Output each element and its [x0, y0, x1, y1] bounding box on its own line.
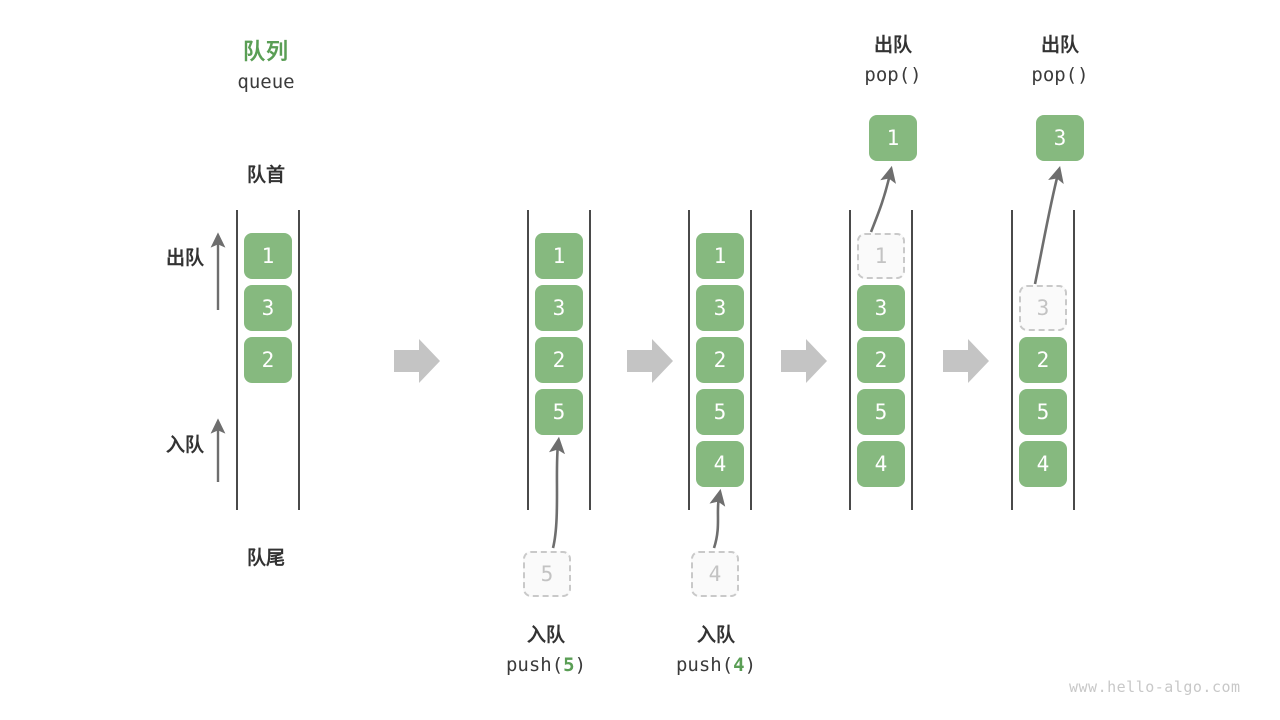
popped-cell-1: 1 [869, 115, 917, 161]
queue-rail-right-1 [298, 210, 300, 510]
queue-cell: 3 [696, 285, 744, 331]
watermark: www.hello-algo.com [1069, 678, 1241, 696]
queue-cell: 5 [696, 389, 744, 435]
queue-cell: 2 [244, 337, 292, 383]
queue-cell: 5 [857, 389, 905, 435]
queue-front-label: 队首 [246, 164, 285, 186]
queue-title-cn: 队列 [242, 40, 289, 65]
op-caption-cn: 出队 [873, 34, 912, 56]
op-caption-pop3: 出队 pop() [972, 30, 1148, 90]
queue-cell: 2 [1019, 337, 1067, 383]
op-caption-cn: 入队 [526, 624, 565, 646]
ghost-cell-pop3: 3 [1019, 285, 1067, 331]
pop1-arrow-icon [869, 165, 896, 233]
push4-arrow-icon [709, 488, 726, 549]
queue-rear-label: 队尾 [246, 547, 285, 569]
queue-rail-left-1 [236, 210, 238, 510]
op-caption-push4: 入队 push(4) [628, 620, 804, 680]
op-caption-push5: 入队 push(5) [458, 620, 634, 680]
op-caption-code: push(5) [505, 654, 587, 676]
op-caption-code: push(4) [675, 654, 757, 676]
queue-rail-left-4 [849, 210, 851, 510]
queue-cell: 2 [535, 337, 583, 383]
step-arrow-icon [394, 339, 440, 383]
queue-cell-pushed: 5 [535, 389, 583, 435]
queue-cell: 3 [857, 285, 905, 331]
queue-cell: 4 [857, 441, 905, 487]
queue-cell: 5 [1019, 389, 1067, 435]
queue-rail-right-3 [750, 210, 752, 510]
op-caption-code: pop() [1031, 64, 1089, 86]
queue-cell: 3 [535, 285, 583, 331]
queue-rail-right-4 [911, 210, 913, 510]
queue-rail-right-5 [1073, 210, 1075, 510]
ghost-cell-push4: 4 [691, 551, 739, 597]
queue-cell: 1 [244, 233, 292, 279]
queue-cell: 1 [535, 233, 583, 279]
popped-cell-3: 3 [1036, 115, 1084, 161]
step-arrow-icon [627, 339, 673, 383]
queue-cell: 2 [696, 337, 744, 383]
pop3-arrow-icon [1033, 165, 1064, 285]
push5-arrow-icon [549, 436, 566, 549]
op-caption-code: pop() [864, 64, 922, 86]
op-caption-cn: 出队 [1040, 34, 1079, 56]
queue-title-en: queue [237, 71, 295, 93]
queue-rail-left-5 [1011, 210, 1013, 510]
queue-rail-left-2 [527, 210, 529, 510]
queue-cell: 3 [244, 285, 292, 331]
queue-cell: 2 [857, 337, 905, 383]
op-caption-pop1: 出队 pop() [805, 30, 981, 90]
queue-cell: 1 [696, 233, 744, 279]
step-arrow-icon [943, 339, 989, 383]
side-label-pop: 出队 [165, 247, 204, 269]
ghost-cell-pop1: 1 [857, 233, 905, 279]
side-label-push: 入队 [165, 434, 204, 456]
queue-cell-pushed: 4 [696, 441, 744, 487]
step-arrow-icon [781, 339, 827, 383]
op-caption-cn: 入队 [696, 624, 735, 646]
ghost-cell-push5: 5 [523, 551, 571, 597]
queue-rail-left-3 [688, 210, 690, 510]
queue-cell: 4 [1019, 441, 1067, 487]
queue-rail-right-2 [589, 210, 591, 510]
